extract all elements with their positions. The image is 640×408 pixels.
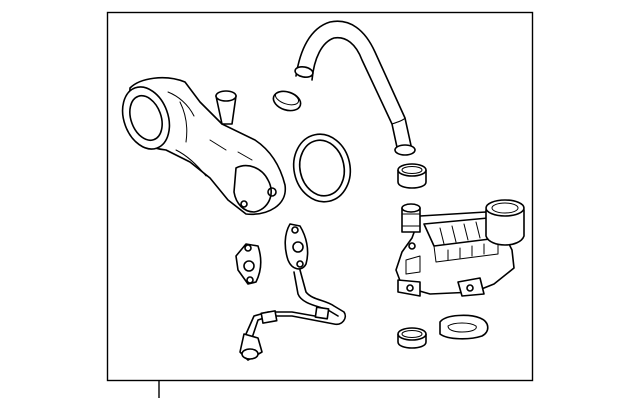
upper-hose[interactable]	[294, 20, 416, 156]
tube-clamp[interactable]	[271, 88, 303, 114]
intake-duct[interactable]	[114, 76, 286, 215]
large-oring[interactable]	[288, 129, 357, 207]
flange-gasket[interactable]	[284, 223, 309, 270]
metal-pipe[interactable]	[239, 269, 347, 361]
control-valve-assembly[interactable]	[395, 199, 525, 297]
lower-hose-clamp[interactable]	[397, 163, 427, 189]
valve-outlet-oring[interactable]	[397, 327, 427, 349]
valve-gasket[interactable]	[439, 314, 489, 340]
diagram-frame	[106, 11, 534, 382]
gasket[interactable]	[235, 243, 262, 285]
